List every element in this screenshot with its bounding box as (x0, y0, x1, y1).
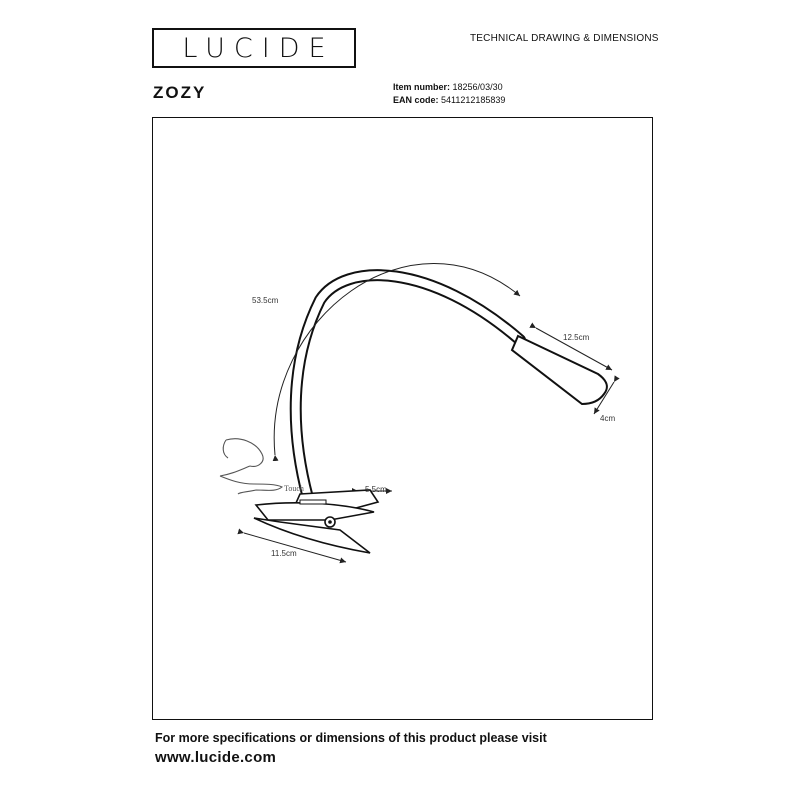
arm-length-arrow (272, 263, 521, 462)
ean-code-value: 5411212185839 (441, 95, 506, 105)
clip-length-label: 11.5cm (271, 549, 297, 558)
website-link[interactable]: www.lucide.com (155, 749, 277, 766)
head-length-arrow (529, 322, 613, 371)
document-type: TECHNICAL DRAWING & DIMENSIONS (470, 33, 659, 44)
head-length-label: 12.5cm (563, 333, 590, 342)
ean-code-label: EAN code: (393, 95, 439, 105)
head-diameter-arrow (593, 375, 620, 415)
arm-length-label: 53.5cm (252, 296, 279, 305)
logo-text: LUCIDE (182, 32, 335, 64)
item-number-value: 18256/03/30 (452, 82, 503, 92)
footer-note: For more specifications or dimensions of… (155, 731, 547, 745)
lamp-head (510, 334, 608, 406)
clip-opening-label: 5.5cm (365, 485, 387, 494)
clip-length-arrow (237, 528, 347, 564)
ean-code-line: EAN code: 5411212185839 (393, 95, 505, 105)
clip-base (253, 489, 380, 554)
head-diameter-label: 4cm (600, 414, 615, 423)
drawing-frame (152, 117, 653, 720)
item-number-line: Item number: 18256/03/30 (393, 82, 503, 92)
product-name: ZOZY (153, 83, 207, 102)
brand-logo: LUCIDE (152, 28, 356, 68)
item-number-label: Item number: (393, 82, 451, 92)
hand-touch-icon (219, 438, 283, 495)
touch-label: Touch (284, 484, 304, 493)
